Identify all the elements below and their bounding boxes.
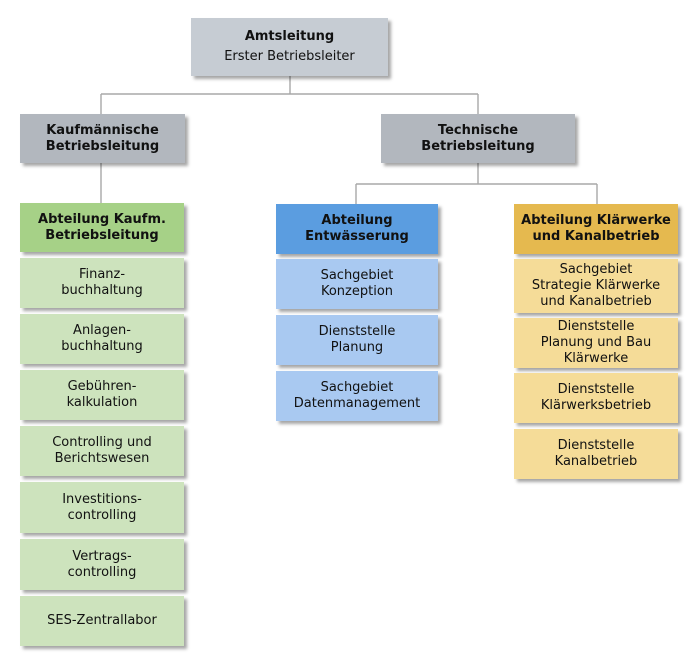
box-sachgebiet-datenmanagement: Sachgebiet Datenmanagement <box>276 371 438 421</box>
box-ses-zentrallabor: SES-Zentrallabor <box>20 596 184 646</box>
box-kaufm-betriebsleitung: Kaufmännische Betriebsleitung <box>20 114 185 163</box>
kaufm-betriebsleitung-title: Kaufmännische Betriebsleitung <box>45 122 160 154</box>
box-abteilung-kaufm: Abteilung Kaufm. Betriebsleitung <box>20 203 184 252</box>
box-planung-bau-klaerwerke: Dienststelle Planung und Bau Klärwerke <box>514 318 678 368</box>
box-tech-betriebsleitung: Technische Betriebsleitung <box>381 114 575 163</box>
abteilung-klaerwerke-title: Abteilung Klärwerke und Kanalbetrieb <box>521 213 671 244</box>
box-sachgebiet-konzeption: Sachgebiet Konzeption <box>276 259 438 309</box>
box-investitionscontrolling: Investitions- controlling <box>20 482 184 533</box>
abteilung-entwaesserung-title: Abteilung Entwässerung <box>305 213 409 244</box>
box-dienststelle-planung: Dienststelle Planung <box>276 315 438 365</box>
box-klaerwerksbetrieb: Dienststelle Klärwerksbetrieb <box>514 373 678 423</box>
item-label: Investitions- controlling <box>62 491 142 523</box>
box-anlagenbuchhaltung: Anlagen- buchhaltung <box>20 314 184 364</box>
item-label: Sachgebiet Strategie Klärwerke und Kanal… <box>531 262 661 309</box>
item-label: Dienststelle Planung und Bau Klärwerke <box>540 319 652 366</box>
item-label: Vertrags- controlling <box>67 548 137 580</box>
abteilung-kaufm-title: Abteilung Kaufm. Betriebsleitung <box>38 211 166 243</box>
item-label: Sachgebiet Datenmanagement <box>293 380 421 411</box>
box-amtsleitung: Amtsleitung Erster Betriebsleiter <box>191 18 388 76</box>
item-label: Controlling und Berichtswesen <box>52 435 152 466</box>
item-label: Sachgebiet Konzeption <box>320 268 394 299</box>
amtsleitung-title: Amtsleitung <box>244 29 335 44</box>
item-label: Gebühren- kalkulation <box>66 379 138 410</box>
box-abteilung-entwaesserung: Abteilung Entwässerung <box>276 204 438 254</box>
amtsleitung-subtitle: Erster Betriebsleiter <box>224 49 355 64</box>
box-kanalbetrieb: Dienststelle Kanalbetrieb <box>514 429 678 479</box>
item-label: Finanz- buchhaltung <box>61 267 143 298</box>
item-label: Dienststelle Klärwerksbetrieb <box>540 382 652 413</box>
tech-betriebsleitung-title: Technische Betriebsleitung <box>421 122 535 154</box>
item-label: SES-Zentrallabor <box>47 613 157 628</box>
item-label: Anlagen- buchhaltung <box>61 323 143 354</box>
box-vertragscontrolling: Vertrags- controlling <box>20 539 184 590</box>
box-abteilung-klaerwerke: Abteilung Klärwerke und Kanalbetrieb <box>514 204 678 254</box>
box-strategie-klaerwerke: Sachgebiet Strategie Klärwerke und Kanal… <box>514 259 678 313</box>
item-label: Dienststelle Planung <box>318 324 396 355</box>
box-controlling-berichtswesen: Controlling und Berichtswesen <box>20 426 184 476</box>
box-finanzbuchhaltung: Finanz- buchhaltung <box>20 258 184 308</box>
box-gebuehrenkalkulation: Gebühren- kalkulation <box>20 370 184 420</box>
item-label: Dienststelle Kanalbetrieb <box>554 438 638 469</box>
